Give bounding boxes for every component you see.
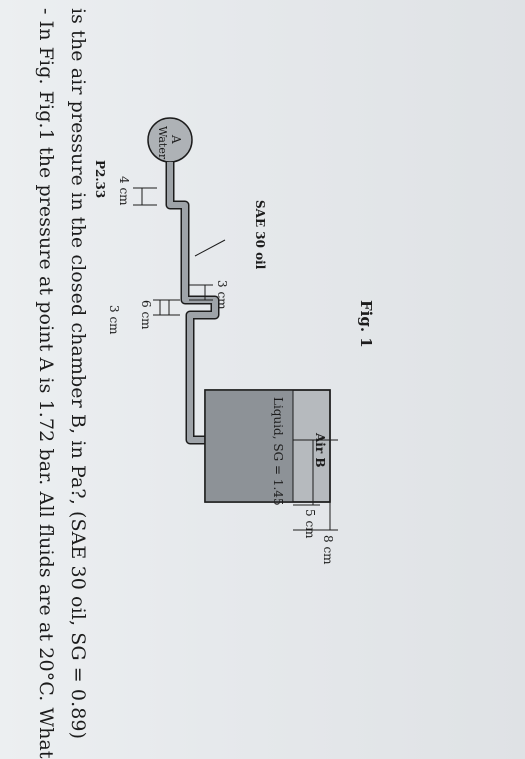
dim-3cm-bottom-label: 3 cm xyxy=(107,305,121,335)
oil-label: SAE 30 oil xyxy=(253,200,267,270)
dim-4cm-marker xyxy=(133,187,157,206)
figure-caption: Fig. 1 xyxy=(357,300,375,348)
dim-3cm-top-marker xyxy=(189,284,213,301)
liquid-label: Liquid, SG = 1.45 xyxy=(271,397,285,506)
point-a-label: A xyxy=(169,135,183,144)
dim-4cm-label: 4 cm xyxy=(117,176,131,206)
manometer-tube-fluid xyxy=(167,162,293,443)
problem-id-label: P2.33 xyxy=(93,160,107,199)
water-label: Water xyxy=(156,126,169,160)
dim-6cm-label: 6 cm xyxy=(139,300,153,330)
dim-3cm-top-label: 3 cm xyxy=(215,280,229,310)
chamber-liquid xyxy=(205,390,293,502)
dim-8cm-marker xyxy=(293,439,338,531)
dim-8cm-label: 8 cm xyxy=(321,535,335,565)
document-page: - In Fig. Fig.1 the pressure at point A … xyxy=(35,8,375,759)
oil-leader-line xyxy=(194,239,226,257)
dim-3cm-bottom-marker xyxy=(153,299,180,316)
air-b-label: Air B xyxy=(313,433,327,468)
dim-6cm-marker xyxy=(158,299,180,316)
manometer-figure xyxy=(133,117,338,531)
dim-5cm-label: 5 cm xyxy=(303,509,317,539)
